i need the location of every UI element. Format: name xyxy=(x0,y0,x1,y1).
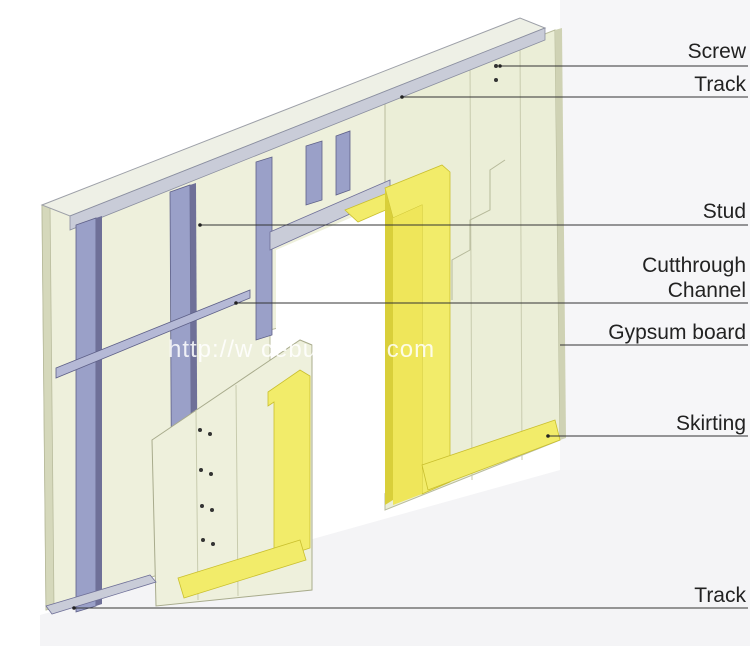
stud xyxy=(76,218,96,612)
leader-dot xyxy=(498,64,502,68)
label-track-bottom: Track xyxy=(694,584,746,608)
screw-dot xyxy=(494,64,498,68)
leader-dot xyxy=(72,606,76,610)
label-screw: Screw xyxy=(688,40,746,64)
screw-dot xyxy=(494,78,498,82)
screw-dot xyxy=(198,428,202,432)
label-gypsum-board: Gypsum board xyxy=(608,321,746,345)
door-frame-post-left xyxy=(268,370,310,560)
screw-dot xyxy=(210,508,214,512)
screw-dot xyxy=(211,542,215,546)
screw-dot xyxy=(209,472,213,476)
stud xyxy=(306,141,322,205)
label-skirting: Skirting xyxy=(676,412,746,436)
label-stud: Stud xyxy=(703,200,746,224)
leader-dot xyxy=(546,434,550,438)
leader-dot xyxy=(234,301,238,305)
leader-dot xyxy=(400,95,404,99)
label-cutthrough-line1: Cutthrough xyxy=(642,254,746,278)
stud xyxy=(336,131,350,195)
screw-dot xyxy=(200,504,204,508)
right-background-shadow xyxy=(560,0,750,470)
stud xyxy=(96,216,102,606)
label-track-top: Track xyxy=(694,73,746,97)
watermark-text: http://w cebuilding.com xyxy=(168,336,435,364)
screw-dot xyxy=(199,468,203,472)
leader-dot xyxy=(198,223,202,227)
screw-dot xyxy=(201,538,205,542)
screw-dot xyxy=(208,432,212,436)
label-cutthrough-line2: Channel xyxy=(668,279,746,303)
